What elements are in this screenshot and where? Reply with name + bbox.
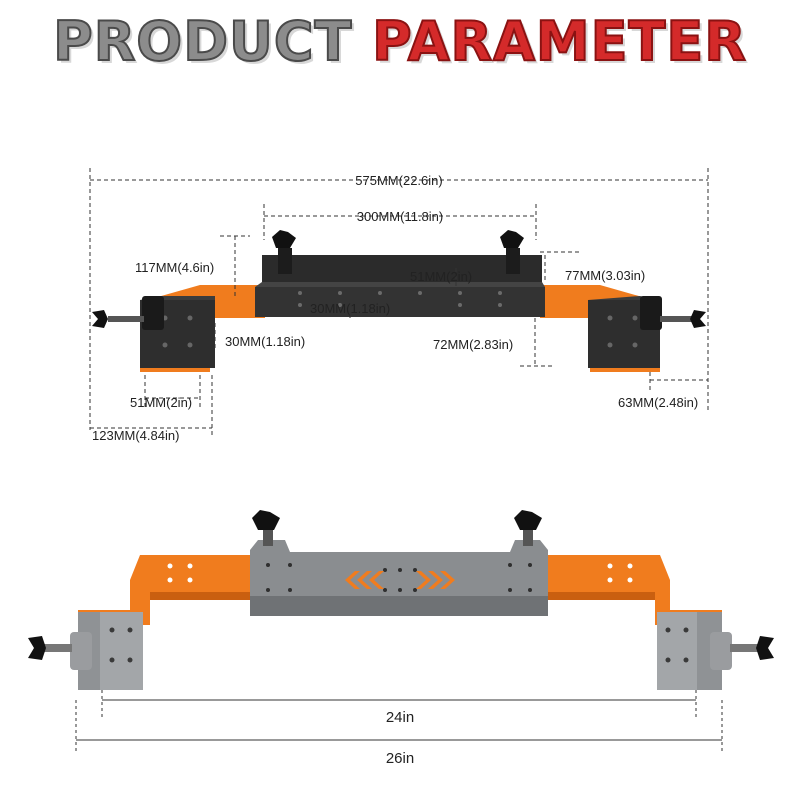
dim-center-height: 51MM(2in): [410, 269, 472, 284]
bottom-product-drawing: [28, 510, 774, 690]
page-title: PRODUCT PARAMETER: [0, 9, 800, 74]
title-word-product: PRODUCT: [52, 9, 353, 74]
dim-arm-width: 30MM(1.18in): [225, 334, 305, 349]
dim-top-rail: 300MM(11.8in): [357, 209, 443, 224]
dim-right-height: 77MM(3.03in): [565, 268, 645, 283]
dim-left-height: 117MM(4.6in): [135, 260, 214, 275]
top-dimension-lines: [89, 168, 709, 435]
dim-inner-width: 24in: [386, 709, 414, 726]
dim-overall: 575MM(22.6in): [355, 173, 442, 188]
title-word-parameter: PARAMETER: [371, 9, 747, 74]
top-product-drawing: [92, 230, 706, 372]
dim-rail-width: 30MM(1.18in): [310, 301, 390, 316]
dim-outer-width: 26in: [386, 750, 414, 767]
dim-left-base: 51MM(2in): [130, 395, 192, 410]
bottom-dimension-lines: [75, 690, 723, 752]
dim-right-base: 63MM(2.48in): [618, 395, 698, 410]
dim-right-drop: 72MM(2.83in): [433, 337, 513, 352]
dim-left-total: 123MM(4.84in): [92, 428, 179, 443]
